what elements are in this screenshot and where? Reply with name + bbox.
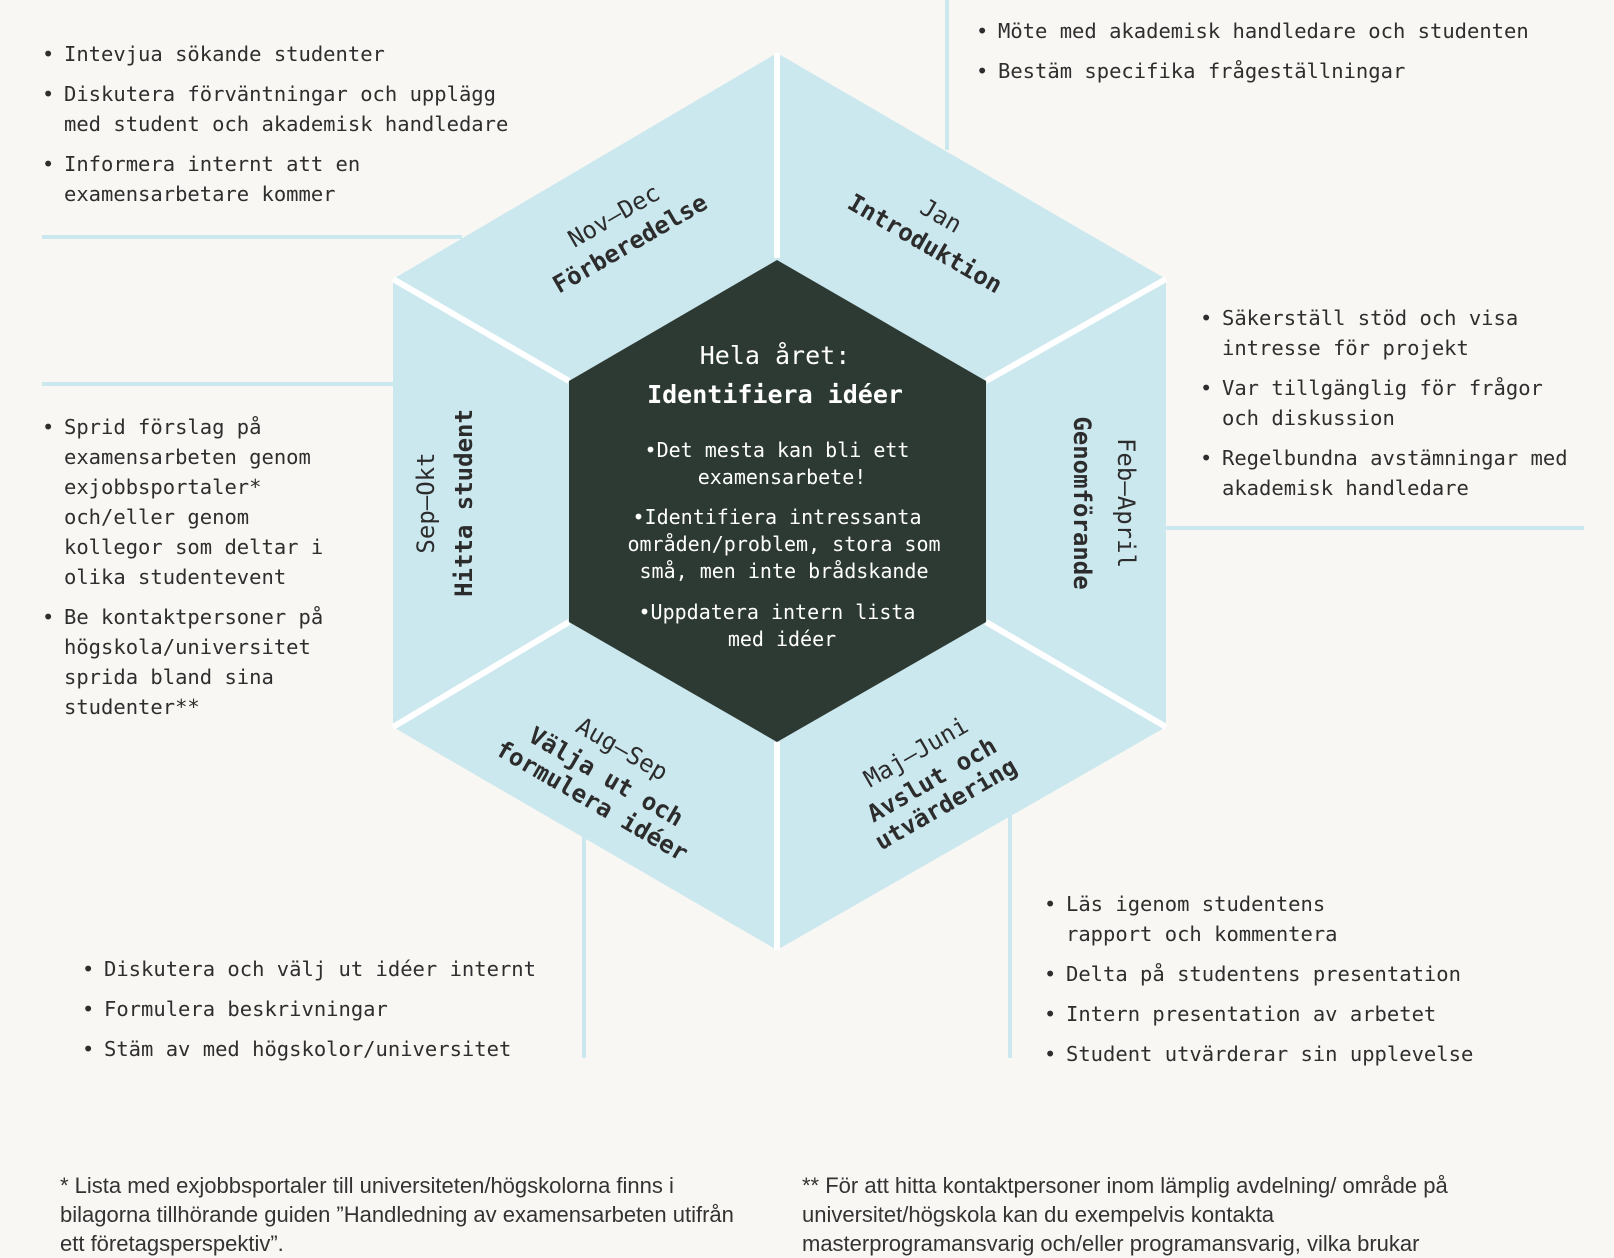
list-nov-dec: Intevjua sökande studenter Diskutera för… — [42, 39, 532, 219]
list-item: Informera internt att en examensarbetare… — [42, 149, 404, 209]
center-bullet-1: examensarbete! — [698, 465, 867, 489]
segment-period: Sep–Okt — [412, 452, 440, 553]
connector-jan — [945, 0, 949, 150]
list-item: Diskutera förväntningar och upplägg med … — [42, 79, 532, 139]
center-hexagon — [569, 260, 986, 742]
list-item: Diskutera och välj ut idéer internt — [82, 954, 582, 984]
list-jan: Möte med akademisk handledare och studen… — [976, 16, 1576, 96]
list-item: Läs igenom studentens rapport och kommen… — [1044, 889, 1386, 949]
list-maj-juni: Läs igenom studentens rapport och kommen… — [1044, 889, 1564, 1079]
list-item: Delta på studentens presentation — [1044, 959, 1564, 989]
list-sep-okt: Sprid förslag på examensarbeten genom ex… — [42, 412, 342, 732]
segment-name: Genomförande — [1068, 416, 1096, 589]
connector-aug-sep — [582, 820, 586, 1058]
connector-nov-dec — [42, 235, 462, 239]
list-item: Stäm av med högskolor/universitet — [82, 1034, 582, 1064]
list-item: Säkerställ stöd och visa intresse för pr… — [1200, 303, 1552, 363]
list-aug-sep: Diskutera och välj ut idéer internt Form… — [82, 954, 582, 1074]
segment-sep-okt: Sep–Okt Hitta student — [412, 409, 478, 597]
center-bullet-2: områden/problem, stora som — [627, 532, 940, 556]
list-item: Var tillgänglig för frågor och diskussio… — [1200, 373, 1572, 433]
connector-sep-okt — [42, 382, 394, 386]
list-item: Möte med akademisk handledare och studen… — [976, 16, 1576, 46]
footnote-right: ** För att hitta kontaktpersoner inom lä… — [802, 1173, 1448, 1256]
center-bullet-1: •Det mesta kan bli ett — [645, 438, 910, 462]
list-item: Bestäm specifika frågeställningar — [976, 56, 1576, 86]
list-item: Intevjua sökande studenter — [42, 39, 532, 69]
list-item: Formulera beskrivningar — [82, 994, 582, 1024]
segment-feb-april: Feb–April Genomförande — [1068, 416, 1140, 589]
center-title-line2: Identifiera idéer — [647, 380, 903, 409]
list-feb-april: Säkerställ stöd och visa intresse för pr… — [1200, 303, 1590, 513]
list-item: Intern presentation av arbetet — [1044, 999, 1564, 1029]
center-bullet-3: •Uppdatera intern lista — [639, 600, 916, 624]
connector-feb-april — [1160, 526, 1584, 530]
center-bullet-3: med idéer — [728, 627, 836, 651]
list-item: Regelbundna avstämningar med akademisk h… — [1200, 443, 1590, 503]
segment-name: Hitta student — [450, 409, 478, 597]
list-item: Sprid förslag på examensarbeten genom ex… — [42, 412, 342, 592]
connector-maj-juni — [1008, 800, 1012, 1058]
list-item: Student utvärderar sin upplevelse — [1044, 1039, 1564, 1069]
list-item: Be kontaktpersoner på högskola/universit… — [42, 602, 342, 722]
footnote-left: * Lista med exjobbsportaler till univers… — [60, 1173, 734, 1256]
connector-lines — [42, 0, 1584, 1058]
center-bullet-2: •Identifiera intressanta — [633, 505, 922, 529]
segment-dividers — [391, 53, 1168, 950]
center-bullet-2: små, men inte brådskande — [640, 559, 929, 583]
segment-period: Feb–April — [1112, 438, 1140, 568]
center-title-line1: Hela året: — [700, 341, 851, 370]
